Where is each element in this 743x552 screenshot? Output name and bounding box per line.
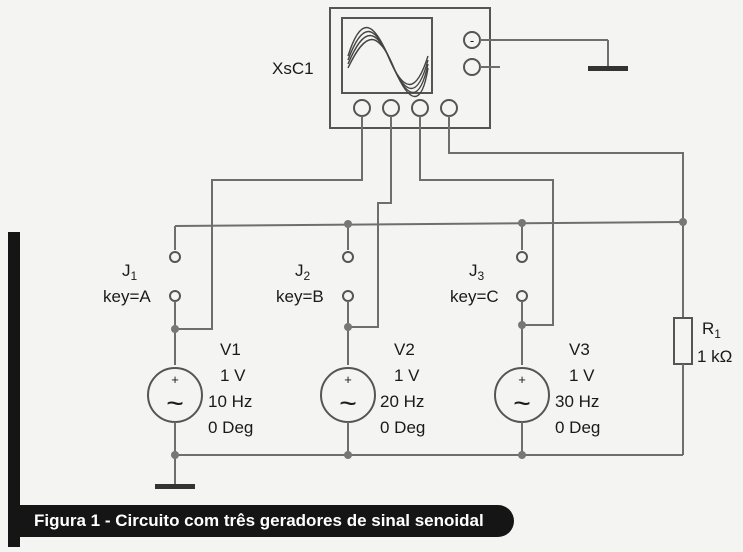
waveform-trace-4 bbox=[347, 38, 429, 98]
junction-dot bbox=[518, 451, 526, 459]
oscilloscope-label: XsC1 bbox=[272, 59, 314, 78]
scope-channel-b bbox=[382, 99, 400, 117]
switch-j3-key: key=C bbox=[450, 287, 499, 306]
switch-j2-key: key=B bbox=[276, 287, 324, 306]
junction-dot bbox=[518, 321, 526, 329]
source-v1-frequency: 10 Hz bbox=[208, 392, 253, 411]
junction-dot bbox=[344, 451, 352, 459]
source-v3-plus: + bbox=[518, 372, 526, 387]
caption-accent-bar bbox=[8, 232, 20, 547]
source-v2-amplitude: 1 V bbox=[394, 366, 420, 385]
source-v2-plus: + bbox=[344, 372, 352, 387]
switch-j1-top-contact bbox=[169, 251, 181, 263]
switch-j2-top-contact bbox=[342, 251, 354, 263]
scope-channel-a bbox=[353, 99, 371, 117]
switch-j2-subscript: 2 bbox=[303, 269, 311, 283]
junction-dot bbox=[518, 219, 526, 227]
resistor-r1-subscript: 1 bbox=[714, 327, 721, 341]
junction-dot bbox=[679, 218, 687, 226]
source-v1-params: V1 1 V 10 Hz 0 Deg bbox=[208, 337, 253, 441]
switch-j3-top-contact bbox=[516, 251, 528, 263]
source-v1-name: V1 bbox=[220, 340, 241, 359]
resistor-r1-letter: R bbox=[702, 319, 715, 338]
source-v3-name: V3 bbox=[569, 340, 590, 359]
junction-dot bbox=[171, 325, 179, 333]
resistor-r1-value: 1 kΩ bbox=[697, 347, 733, 366]
switch-j1-name: J1 bbox=[122, 262, 137, 282]
source-v3-tilde: ~ bbox=[513, 387, 531, 420]
source-v1-tilde: ~ bbox=[166, 387, 184, 420]
scope-channel-c bbox=[411, 99, 429, 117]
oscilloscope-screen bbox=[341, 17, 433, 94]
scope-channel-d bbox=[440, 99, 458, 117]
switch-j3-letter: J bbox=[469, 261, 478, 280]
switch-j3-name: J3 bbox=[469, 262, 484, 282]
junction-dot bbox=[171, 451, 179, 459]
switch-j1-letter: J bbox=[122, 261, 131, 280]
source-v2-params: V2 1 V 20 Hz 0 Deg bbox=[380, 337, 425, 441]
scope-trigger-terminal bbox=[463, 58, 481, 76]
source-v3-params: V3 1 V 30 Hz 0 Deg bbox=[555, 337, 600, 441]
scope-terminal-minus: - bbox=[470, 33, 474, 48]
switch-j2-bottom-contact bbox=[342, 290, 354, 302]
source-v2-tilde: ~ bbox=[339, 387, 357, 420]
source-v2-name: V2 bbox=[394, 340, 415, 359]
ground-symbol-main bbox=[155, 484, 195, 489]
switch-j1-subscript: 1 bbox=[130, 269, 138, 283]
source-v1-amplitude: 1 V bbox=[220, 366, 246, 385]
switch-j2-letter: J bbox=[295, 261, 304, 280]
resistor-r1-symbol bbox=[673, 317, 693, 365]
figure-caption: Figura 1 - Circuito com três geradores d… bbox=[20, 505, 514, 537]
source-v2-frequency: 20 Hz bbox=[380, 392, 425, 411]
resistor-r1-name: R1 bbox=[702, 320, 721, 340]
switch-j1-bottom-contact bbox=[169, 290, 181, 302]
switch-j3-bottom-contact bbox=[516, 290, 528, 302]
source-v2-phase: 0 Deg bbox=[380, 418, 426, 437]
source-v3-frequency: 30 Hz bbox=[555, 392, 600, 411]
source-v3-amplitude: 1 V bbox=[569, 366, 595, 385]
source-v1-phase: 0 Deg bbox=[208, 418, 254, 437]
junction-dot bbox=[344, 220, 352, 228]
source-v1-plus: + bbox=[171, 372, 179, 387]
switch-j1-key: key=A bbox=[103, 287, 151, 306]
switch-j2-name: J2 bbox=[295, 262, 310, 282]
switch-j3-subscript: 3 bbox=[477, 269, 485, 283]
source-v3-phase: 0 Deg bbox=[555, 418, 601, 437]
ground-symbol-scope bbox=[588, 66, 628, 71]
junction-dot bbox=[344, 323, 352, 331]
